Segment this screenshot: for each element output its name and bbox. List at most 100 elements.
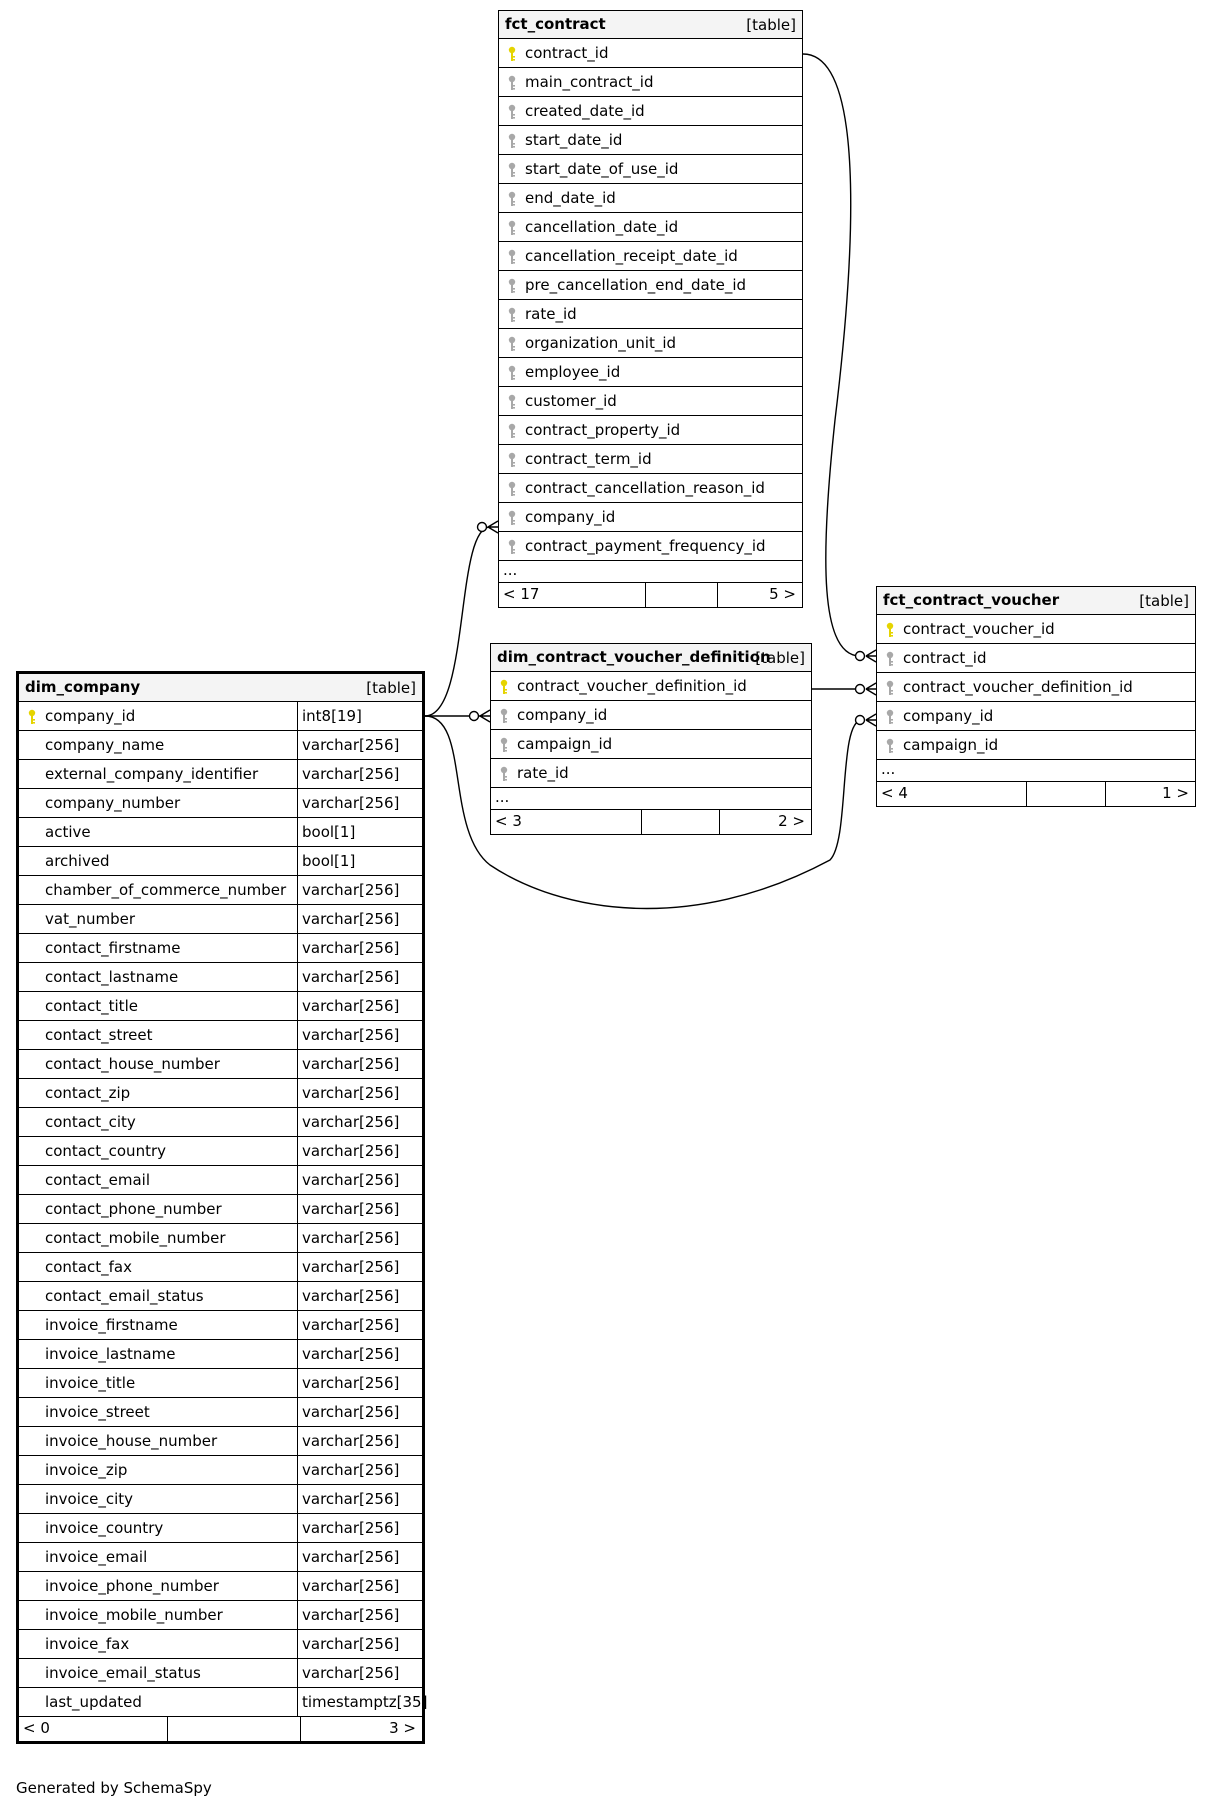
column-row[interactable]: invoice_house_number varchar[256] <box>19 1427 422 1456</box>
child-count[interactable]: 3 > <box>389 1719 416 1737</box>
column-row[interactable]: contract_property_id <box>499 416 802 445</box>
column-row[interactable]: cancellation_date_id <box>499 213 802 242</box>
column-name: company_id <box>517 706 608 724</box>
column-name: employee_id <box>525 363 621 381</box>
column-row[interactable]: contract_voucher_definition_id <box>877 673 1195 702</box>
table-dim-contract-voucher-definition[interactable]: dim_contract_voucher_definition [table] … <box>490 643 812 835</box>
column-type: varchar[256] <box>302 1055 400 1073</box>
column-name: created_date_id <box>525 102 645 120</box>
column-type: varchar[256] <box>302 1490 400 1508</box>
column-name: invoice_city <box>45 1490 134 1508</box>
column-row[interactable]: contract_voucher_id <box>877 615 1195 644</box>
parent-count[interactable]: < 4 <box>881 784 908 802</box>
column-row[interactable]: contract_cancellation_reason_id <box>499 474 802 503</box>
child-count[interactable]: 2 > <box>778 812 805 830</box>
column-row[interactable]: contract_id <box>877 644 1195 673</box>
child-count[interactable]: 5 > <box>769 585 796 603</box>
column-name: invoice_fax <box>45 1635 130 1653</box>
column-row[interactable]: contract_term_id <box>499 445 802 474</box>
column-row[interactable]: start_date_id <box>499 126 802 155</box>
column-row[interactable]: company_id <box>877 702 1195 731</box>
foreign-key-icon <box>508 133 516 148</box>
column-row[interactable]: contract_voucher_definition_id <box>491 672 811 701</box>
foreign-key-icon <box>508 75 516 90</box>
column-name: contract_term_id <box>525 450 652 468</box>
column-row[interactable]: start_date_of_use_id <box>499 155 802 184</box>
column-row[interactable]: end_date_id <box>499 184 802 213</box>
foreign-key-icon <box>508 191 516 206</box>
column-row[interactable]: contract_id <box>499 39 802 68</box>
column-row[interactable]: invoice_city varchar[256] <box>19 1485 422 1514</box>
column-row[interactable]: main_contract_id <box>499 68 802 97</box>
column-row[interactable]: employee_id <box>499 358 802 387</box>
column-name: pre_cancellation_end_date_id <box>525 276 747 294</box>
table-fct-contract-voucher[interactable]: fct_contract_voucher [table] contract_vo… <box>876 586 1196 807</box>
child-count[interactable]: 1 > <box>1162 784 1189 802</box>
more-columns: ... <box>499 561 802 583</box>
column-name: invoice_house_number <box>45 1432 218 1450</box>
parent-count[interactable]: < 17 <box>503 585 540 603</box>
table-header: dim_company [table] <box>19 674 422 702</box>
column-row[interactable]: created_date_id <box>499 97 802 126</box>
parent-count[interactable]: < 0 <box>23 1719 50 1737</box>
column-row[interactable]: pre_cancellation_end_date_id <box>499 271 802 300</box>
column-type: varchar[256] <box>302 997 400 1015</box>
table-header: dim_contract_voucher_definition [table] <box>491 644 811 672</box>
column-row[interactable]: company_id <box>499 503 802 532</box>
parent-count[interactable]: < 3 <box>495 812 522 830</box>
foreign-key-icon <box>500 766 508 781</box>
column-row[interactable]: rate_id <box>491 759 811 788</box>
column-type: bool[1] <box>302 823 356 841</box>
column-row[interactable]: rate_id <box>499 300 802 329</box>
column-name: contact_email_status <box>45 1287 204 1305</box>
column-row[interactable]: campaign_id <box>877 731 1195 760</box>
column-type: varchar[256] <box>302 1606 400 1624</box>
column-row[interactable]: cancellation_receipt_date_id <box>499 242 802 271</box>
column-row[interactable]: campaign_id <box>491 730 811 759</box>
column-row[interactable]: company_id <box>491 701 811 730</box>
foreign-key-icon <box>886 709 894 724</box>
column-type: varchar[256] <box>302 1432 400 1450</box>
table-name: dim_contract_voucher_definition <box>497 648 771 666</box>
column-row[interactable]: organization_unit_id <box>499 329 802 358</box>
column-row[interactable]: customer_id <box>499 387 802 416</box>
column-row[interactable]: contract_payment_frequency_id <box>499 532 802 561</box>
column-type: varchar[256] <box>302 1084 400 1102</box>
